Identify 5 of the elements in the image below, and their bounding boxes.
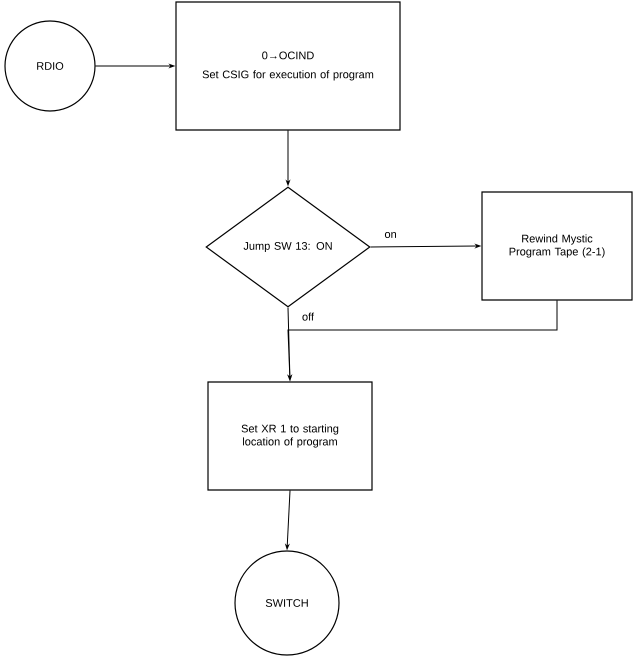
process-box: Rewind Mystic Program Tape (2-1) <box>481 191 633 301</box>
process-box: 0→OCIND Set CSIG for execution of program <box>175 1 401 131</box>
edge-label: off <box>302 312 314 321</box>
process-box: Set XR 1 to starting location of program <box>207 381 373 491</box>
edge-label: on <box>384 232 396 238</box>
